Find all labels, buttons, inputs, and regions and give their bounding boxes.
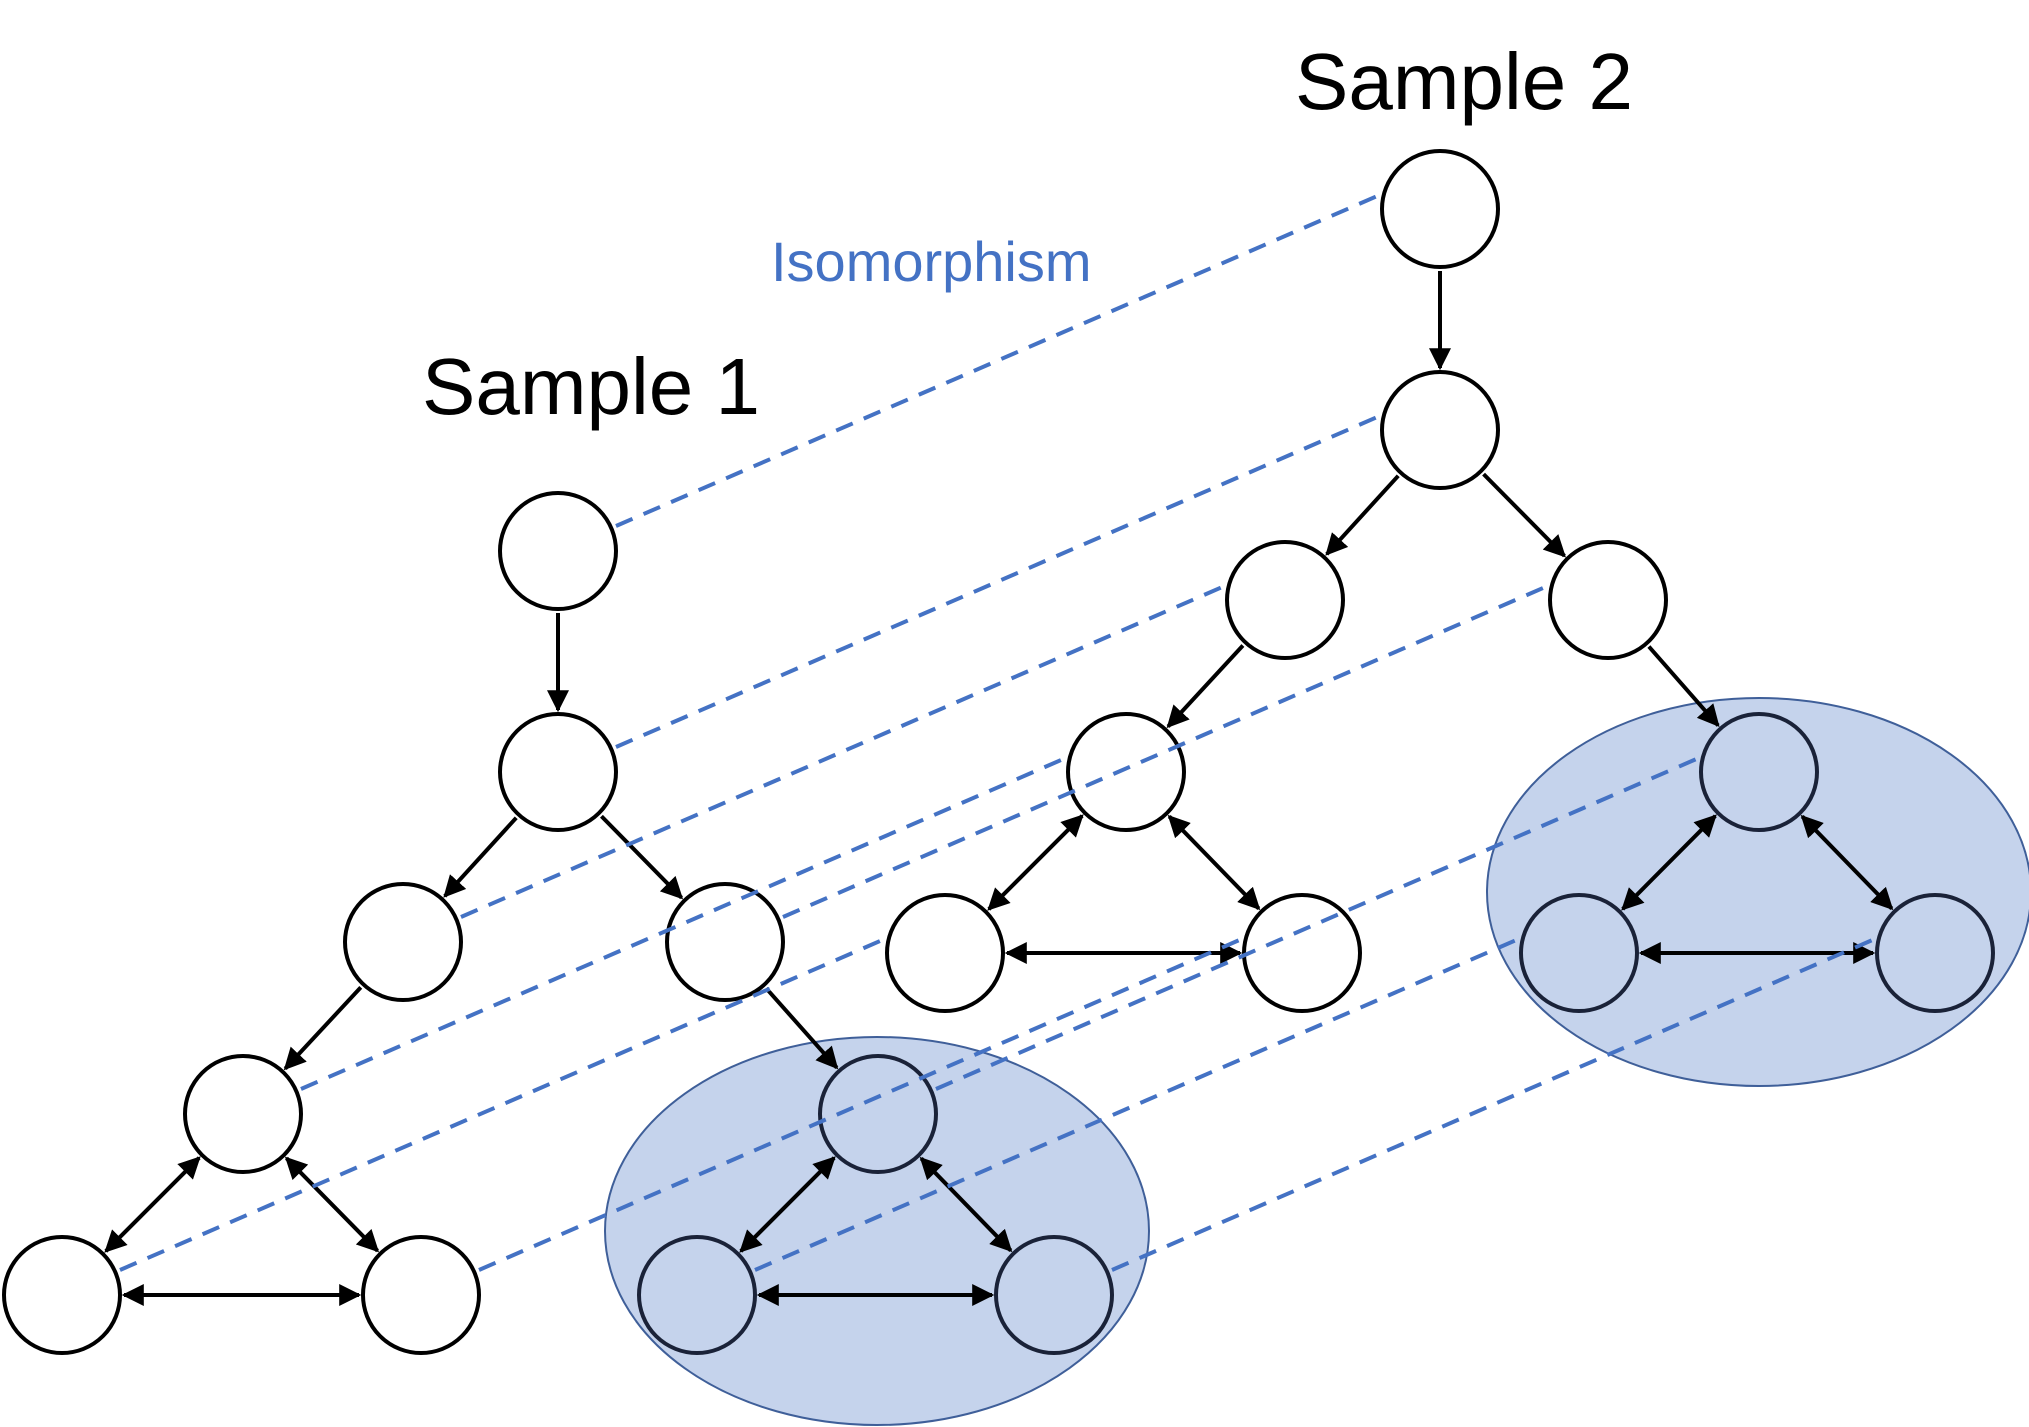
sample1-node-j	[994, 1235, 1114, 1355]
sample1-node-i	[637, 1235, 757, 1355]
edge-layer	[104, 271, 1894, 1306]
sample1-edge-b-c-directed	[443, 816, 518, 898]
sample1-edge-d-h-directed	[764, 986, 839, 1070]
sample2-edge-b-d-directed	[1482, 472, 1566, 558]
node-layer	[2, 149, 1995, 1355]
sample2-edge-h-i-bidirectional	[1621, 814, 1717, 911]
sample2-edge-e-g-bidirectional	[1167, 814, 1261, 911]
sample2-edge-e-f-bidirectional	[987, 814, 1084, 911]
isomorphism-line-i-i	[754, 936, 1522, 1272]
sample2-node-i	[1519, 893, 1639, 1013]
isomorphism-line-d-d	[782, 583, 1551, 919]
sample1-edge-e-f-bidirectional	[104, 1156, 201, 1253]
sample2-node-h	[1699, 712, 1819, 832]
sample2-node-j	[1875, 893, 1995, 1013]
isomorphism-line-a-a	[615, 192, 1383, 528]
sample1-edge-b-d-directed	[600, 814, 684, 900]
cluster-layer	[604, 697, 2029, 1426]
isomorphism-line-c-c	[460, 583, 1228, 919]
sample1-node-b	[498, 712, 618, 832]
sample2-edge-d-h-directed	[1647, 645, 1720, 728]
sample2-node-b	[1380, 370, 1500, 490]
sample2-node-d	[1548, 540, 1668, 660]
isomorphism-line-h-h	[935, 755, 1702, 1091]
sample2-edge-h-j-bidirectional	[1800, 814, 1894, 911]
sample-1-title: Sample 1	[422, 342, 760, 431]
sample1-node-d	[665, 882, 785, 1002]
sample2-edge-c-e-directed	[1166, 644, 1245, 729]
isomorphism-line-g-g	[478, 936, 1245, 1272]
isomorphism-line-f-f	[119, 936, 888, 1272]
sample1-node-a	[498, 491, 618, 611]
sample2-node-g	[1242, 893, 1362, 1013]
sample1-node-g	[361, 1235, 481, 1355]
sample1-edge-e-g-bidirectional	[284, 1156, 380, 1253]
sample2-edge-b-c-directed	[1325, 474, 1400, 556]
isomorphism-line-j-j	[1111, 936, 1878, 1272]
sample1-edge-h-j-bidirectional	[919, 1156, 1013, 1253]
sample1-node-f	[2, 1235, 122, 1355]
isomorphism-layer	[119, 192, 1878, 1272]
isomorphism-line-e-e	[300, 755, 1069, 1091]
sample2-node-c	[1225, 540, 1345, 660]
sample1-edge-h-i-bidirectional	[739, 1156, 836, 1253]
sample-2-title: Sample 2	[1295, 37, 1633, 126]
sample2-node-e	[1066, 712, 1186, 832]
sample1-node-c	[343, 882, 463, 1002]
sample2-node-f	[885, 893, 1005, 1013]
isomorphism-line-b-b	[615, 413, 1383, 749]
sample1-node-e	[183, 1054, 303, 1174]
isomorphism-label: Isomorphism	[771, 230, 1092, 293]
sample2-node-a	[1380, 149, 1500, 269]
sample1-edge-c-e-directed	[283, 986, 363, 1071]
